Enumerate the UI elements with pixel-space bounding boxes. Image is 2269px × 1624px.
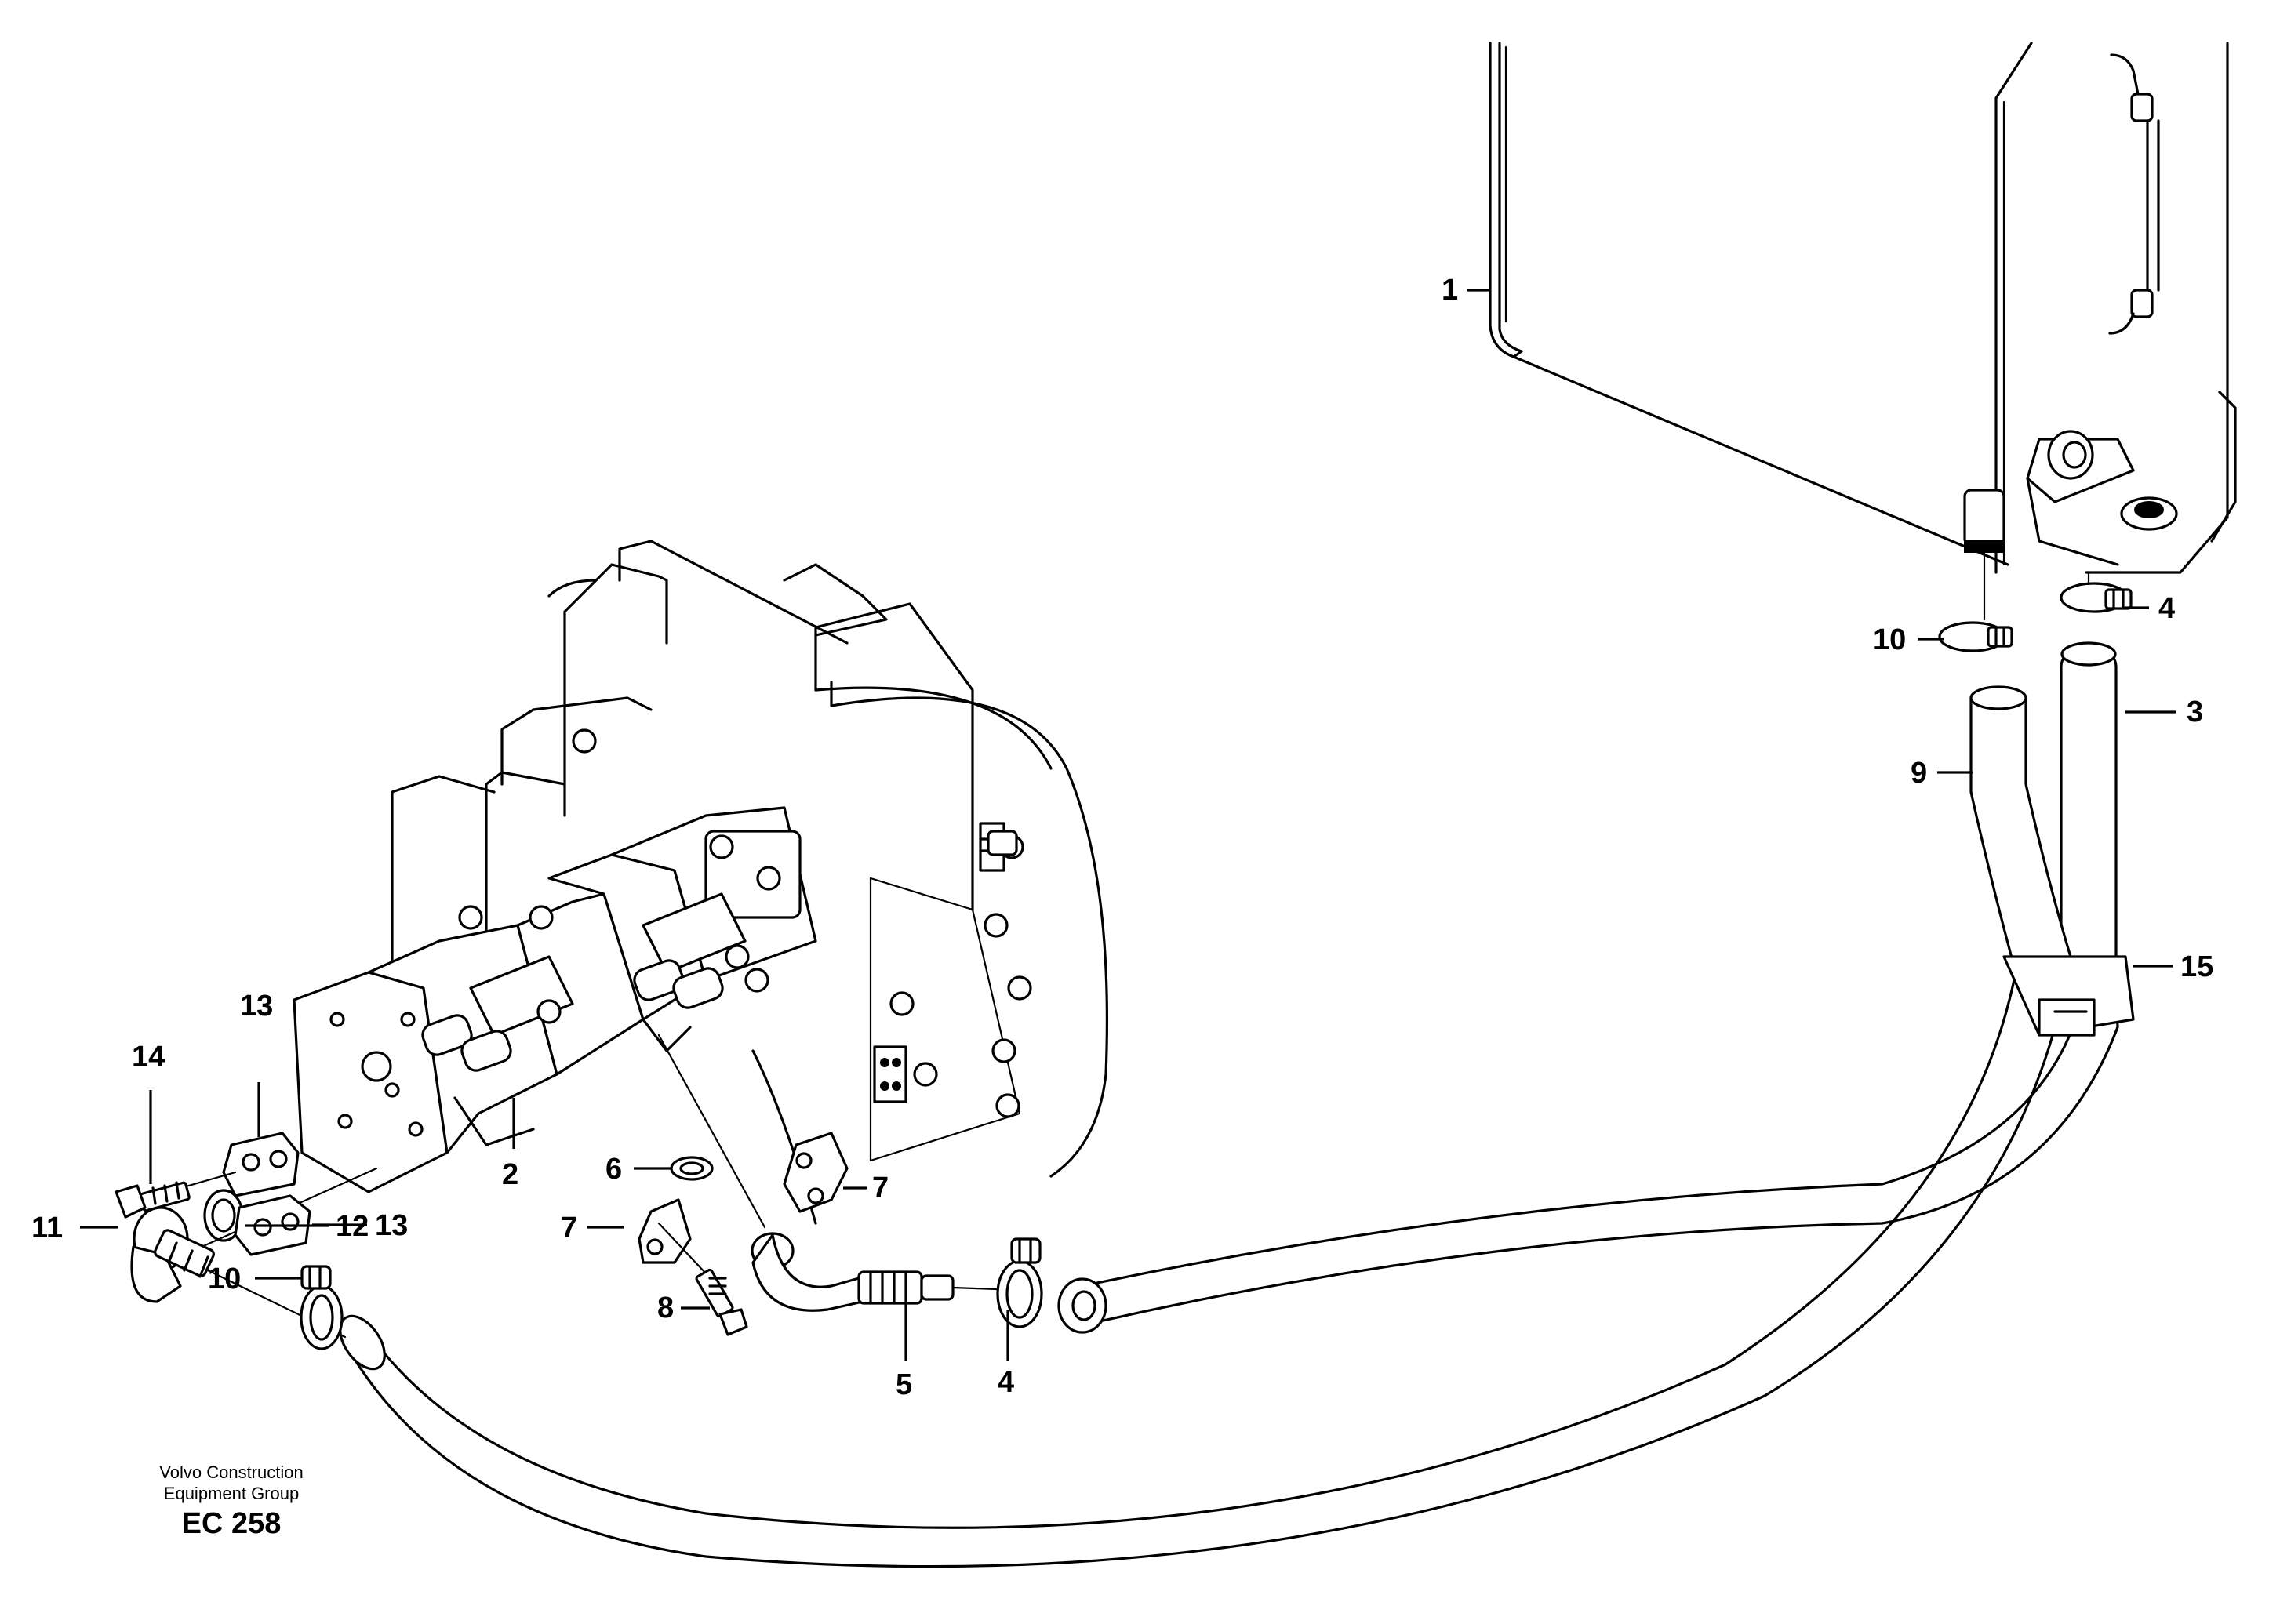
hydraulic-pump-2: [293, 806, 817, 1193]
hose-clamp-10-lower: [300, 1265, 344, 1350]
callout-4-bottom: 4: [998, 1366, 1014, 1399]
callout-8: 8: [657, 1292, 674, 1324]
figure-code: EC 258: [182, 1507, 282, 1540]
callout-4-top: 4: [2158, 592, 2175, 625]
clamp-13-upper: [222, 1132, 300, 1197]
callout-11: 11: [31, 1212, 63, 1244]
callout-9: 9: [1911, 757, 1927, 790]
callout-leaders: [80, 289, 2176, 1361]
callout-14: 14: [132, 1041, 165, 1074]
hose-clamp-10-top: [1938, 621, 2013, 652]
clamp-half-7-upper: [783, 1132, 849, 1213]
return-hose-3: [1057, 641, 2119, 1334]
callout-1: 1: [1442, 274, 1458, 307]
double-clamp-15: [2002, 955, 2135, 1037]
screw-8: [657, 1222, 748, 1336]
callout-15: 15: [2180, 950, 2213, 983]
callout-6: 6: [605, 1153, 622, 1186]
clamp-half-7-lower: [638, 1198, 692, 1264]
publisher-line-2: Equipment Group: [164, 1484, 299, 1503]
callout-13-lower: 13: [375, 1209, 408, 1242]
o-ring-6: [670, 1156, 714, 1181]
callout-3: 3: [2187, 696, 2203, 728]
callout-10-bottom: 10: [208, 1263, 241, 1295]
callout-13-upper: 13: [240, 990, 273, 1023]
callout-5: 5: [896, 1368, 912, 1401]
callout-2: 2: [502, 1158, 518, 1191]
screw-14: [115, 1171, 237, 1219]
hydraulic-tank: [1489, 42, 2237, 574]
hose-clamp-4-lower: [996, 1237, 1043, 1328]
pressure-pipe-5: [657, 1034, 1021, 1312]
transmission-housing: [391, 540, 1109, 1225]
suction-hose-9: [339, 685, 2072, 1568]
publisher-line-1: Volvo Construction: [159, 1462, 303, 1482]
callout-7-upper: 7: [872, 1172, 889, 1204]
callout-10-top: 10: [1873, 623, 1906, 656]
hose-clamp-4-top: [2060, 582, 2133, 613]
callout-12: 12: [336, 1210, 369, 1243]
callout-7-lower: 7: [561, 1212, 577, 1244]
